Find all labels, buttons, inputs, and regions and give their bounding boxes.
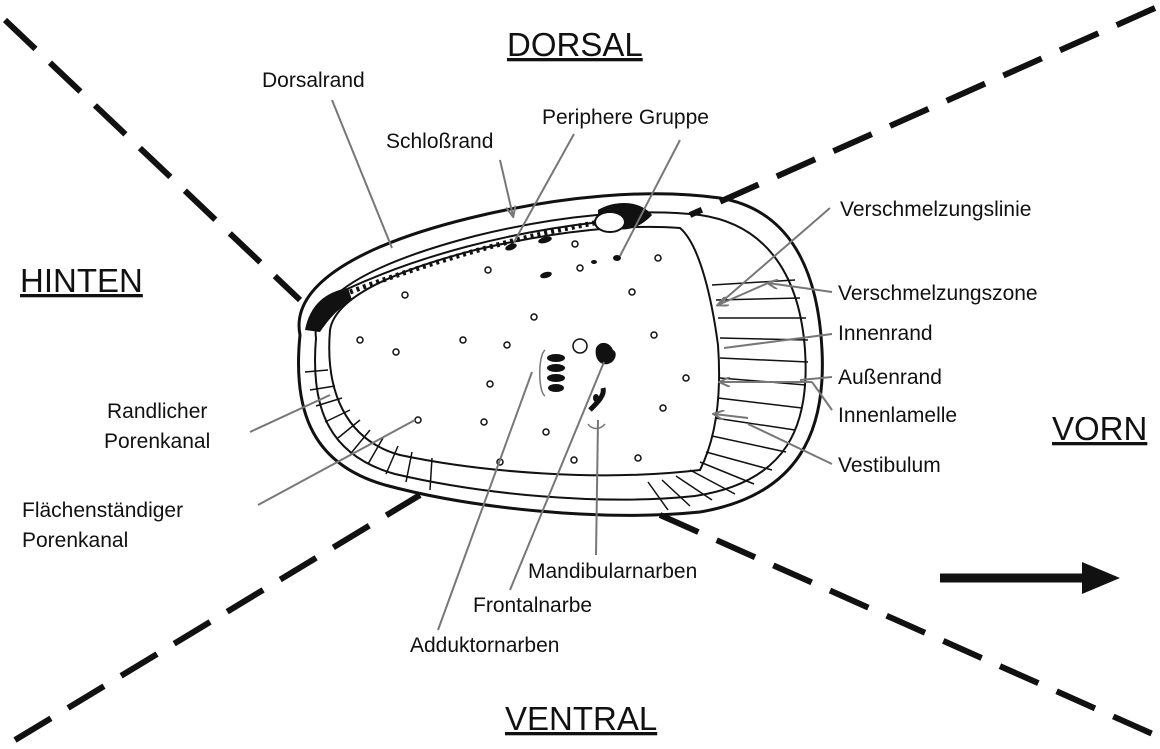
leader-vestibulum-b: [714, 414, 748, 418]
label-flaechen-1: Flächenständiger: [22, 499, 183, 522]
marginal-pore-canals-posterior: [305, 370, 432, 490]
anterior-hinge-socket: [595, 212, 625, 232]
leader-verschmelzungszone-b: [718, 283, 768, 305]
label-frontalnarbe: Frontalnarbe: [473, 594, 592, 617]
leader-schlossrand: [500, 160, 513, 216]
label-adduktornarben: Adduktornarben: [410, 634, 559, 657]
adductor-scars: [540, 350, 565, 396]
leader-innenrand: [724, 334, 832, 348]
direction-hinten: HINTEN: [20, 262, 143, 299]
label-verschmelzungslinie: Verschmelzungslinie: [840, 198, 1031, 221]
direction-ventral: VENTRAL: [505, 700, 657, 737]
label-schlossrand: Schloßrand: [386, 130, 493, 153]
label-periphere-gruppe: Periphere Gruppe: [542, 106, 709, 129]
label-randlicher-2: Porenkanal: [104, 430, 210, 453]
leader-verschmelzungszone-a: [768, 283, 832, 292]
leader-dorsalrand: [332, 100, 392, 248]
posterior-hinge-element: [305, 288, 352, 332]
frontal-scar: [596, 343, 616, 364]
leader-periphere-2: [620, 140, 680, 256]
label-randlicher-1: Randlicher: [107, 400, 207, 423]
label-aussenrand: Außenrand: [838, 366, 942, 389]
label-vestibulum: Vestibulum: [838, 454, 941, 477]
normal-pore-canals: [357, 241, 689, 465]
right-arrow-icon: [940, 562, 1120, 594]
label-dorsalrand: Dorsalrand: [262, 69, 365, 92]
label-mandibularnarben: Mandibularnarben: [528, 560, 697, 583]
direction-vorn: VORN: [1052, 410, 1147, 447]
axis-upper-right: [690, 8, 1155, 215]
direction-dorsal: DORSAL: [507, 26, 643, 63]
leader-mandibularnarben: [596, 420, 598, 555]
label-verschmelzungszone: Verschmelzungszone: [838, 282, 1038, 305]
label-innenlamelle: Innenlamelle: [838, 404, 957, 427]
axis-lower-right: [660, 515, 1155, 735]
scar-circle: [573, 339, 587, 353]
label-flaechen-2: Porenkanal: [22, 529, 128, 552]
peripheral-scar-group: [504, 235, 621, 279]
leader-randlicher-porenkanal: [250, 395, 330, 432]
axis-upper-left: [5, 20, 300, 300]
label-innenrand: Innenrand: [838, 322, 933, 345]
